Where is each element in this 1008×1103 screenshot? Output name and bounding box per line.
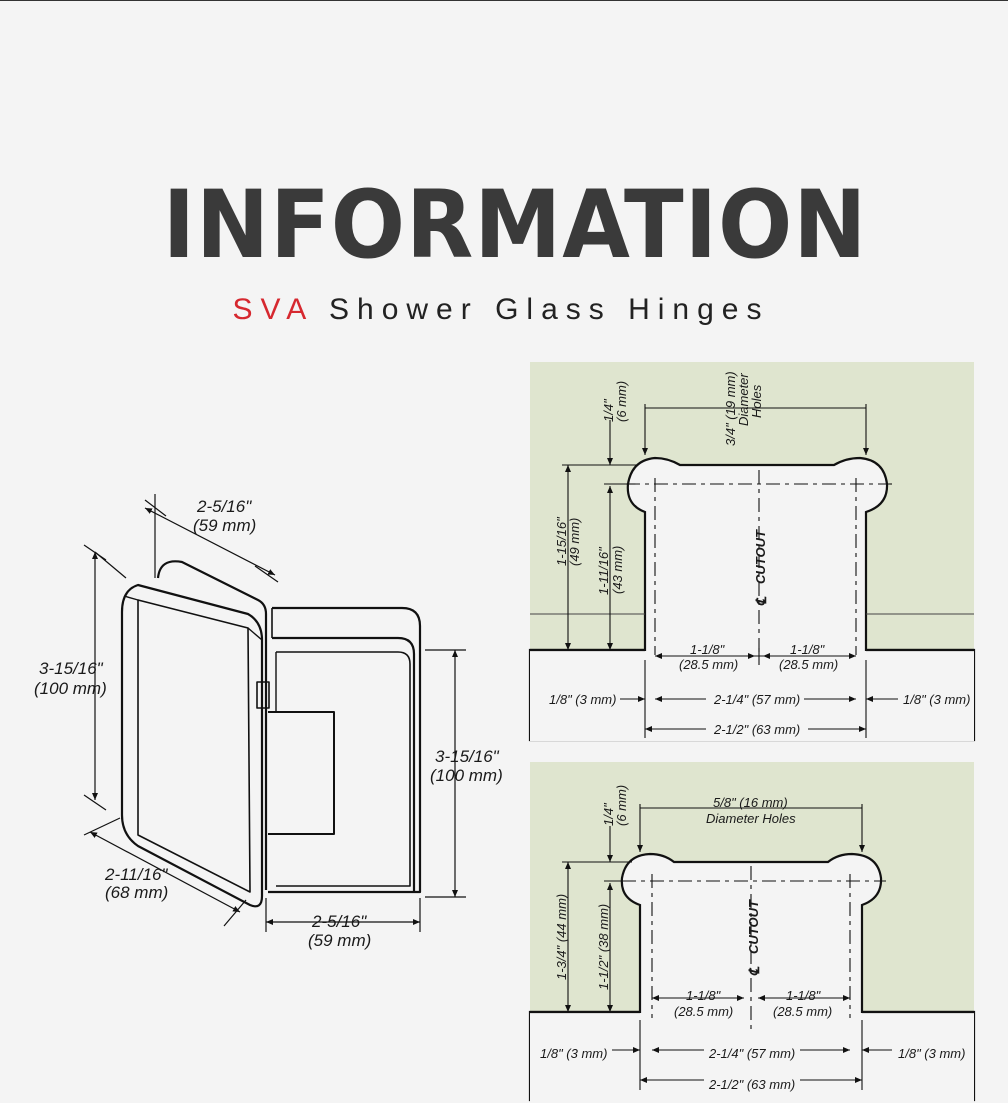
- c2-cutout: CUTOUT: [746, 899, 761, 954]
- c1-top-offset: 1/4": [601, 398, 616, 422]
- c1-inner-w: 2-1/4" (57 mm): [713, 692, 800, 707]
- c1-holes-a: 3/4" (19 mm): [723, 371, 738, 446]
- c2-edge-r: 1/8" (3 mm): [898, 1046, 965, 1061]
- c1-half-r-mm: (28.5 mm): [779, 657, 838, 672]
- c2-half-r: 1-1/8": [786, 988, 822, 1003]
- page-title: INFORMATION: [162, 171, 868, 280]
- c1-left-inner: 1-11/16": [596, 546, 611, 595]
- c1-half-l: 1-1/8": [690, 642, 726, 657]
- hinge-bottom-left-mm: (68 mm): [105, 883, 168, 902]
- hinge-right-height-mm: (100 mm): [430, 766, 503, 785]
- hinge-left-height-mm: (100 mm): [34, 679, 107, 698]
- c1-edge-r: 1/8" (3 mm): [903, 692, 970, 707]
- hinge-bottom-width: 2-5/16": [311, 912, 367, 931]
- c2-centerline-symbol: ℄: [746, 966, 762, 976]
- cutout-panel-1: 1/4" (6 mm) 3/4" (19 mm) Diameter Holes …: [528, 362, 976, 742]
- c2-top-offset-mm: (6 mm): [614, 785, 629, 826]
- c1-edge-l: 1/8" (3 mm): [549, 692, 616, 707]
- c1-left-outer: 1-15/16": [554, 516, 569, 566]
- hinge-left-height: 3-15/16": [39, 659, 104, 678]
- c1-half-r: 1-1/8": [790, 642, 826, 657]
- hinge-top-width-mm: (59 mm): [193, 516, 256, 535]
- c2-inner-w: 2-1/4" (57 mm): [708, 1046, 795, 1061]
- c2-left-outer: 1-3/4" (44 mm): [554, 894, 569, 980]
- c1-outer-w: 2-1/2" (63 mm): [713, 722, 800, 737]
- c2-edge-l: 1/8" (3 mm): [540, 1046, 607, 1061]
- product-line: Shower Glass Hinges: [329, 293, 770, 326]
- c1-left-inner-mm: (43 mm): [610, 546, 625, 594]
- c2-half-l-mm: (28.5 mm): [674, 1004, 733, 1019]
- hinge-bottom-width-mm: (59 mm): [308, 931, 371, 950]
- c1-top-offset-mm: (6 mm): [614, 381, 629, 422]
- c1-cutout: CUTOUT: [753, 529, 768, 584]
- hinge-labels: 2-5/16" (59 mm) 3-15/16" (100 mm) 3-15/1…: [34, 497, 503, 950]
- c2-half-r-mm: (28.5 mm): [773, 1004, 832, 1019]
- hinge-bottom-left: 2-11/16": [104, 865, 168, 884]
- top-rule: [0, 0, 1008, 1]
- page-subtitle: SVA Shower Glass Hinges: [0, 292, 1002, 328]
- brand-name: SVA: [232, 293, 313, 326]
- c1-half-l-mm: (28.5 mm): [679, 657, 738, 672]
- c2-half-l: 1-1/8": [686, 988, 722, 1003]
- hinge-drawing: [120, 560, 422, 908]
- hinge-top-width: 2-5/16": [196, 497, 252, 516]
- hinge-right-height: 3-15/16": [435, 747, 500, 766]
- c2-left-inner: 1-1/2" (38 mm): [596, 904, 611, 990]
- c2-outer-w: 2-1/2" (63 mm): [708, 1077, 795, 1092]
- c2-top-offset: 1/4": [601, 802, 616, 826]
- c1-centerline-symbol: ℄: [753, 596, 769, 606]
- c2-holes-b: Diameter Holes: [706, 811, 796, 826]
- c1-holes-c: Holes: [749, 384, 764, 418]
- hinge-dimension-lines: [83, 494, 466, 932]
- c2-holes-a: 5/8" (16 mm): [713, 795, 788, 810]
- c1-holes-b: Diameter: [736, 373, 751, 426]
- cutout-panel-2: 1/4" (6 mm) 5/8" (16 mm) Diameter Holes …: [528, 762, 976, 1103]
- c1-left-outer-mm: (49 mm): [567, 518, 582, 566]
